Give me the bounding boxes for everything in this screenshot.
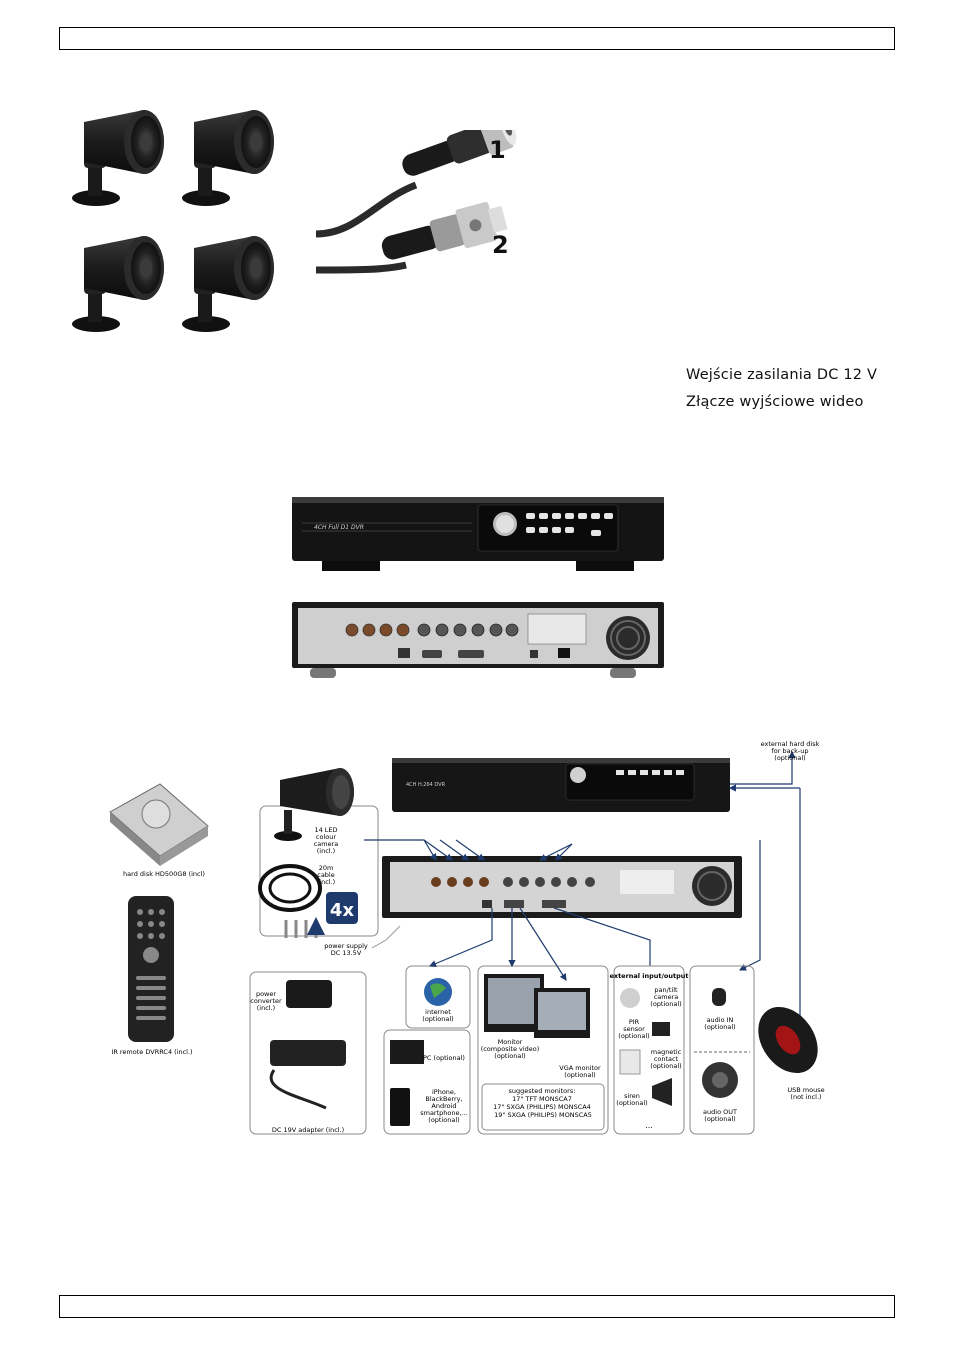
multiplier-badge <box>326 892 358 924</box>
suggested-monitors-label: suggested monitors: 17" TFT MONSCA7 17" … <box>493 1087 593 1119</box>
dvr-front-model: 4CH Full D1 DVR <box>314 524 364 531</box>
audio-out-label: audio OUT(optional) <box>703 1108 737 1123</box>
cameras-photo <box>72 110 274 332</box>
diagram-dvr-model: 4CH H.264 DVR <box>406 782 446 788</box>
dvr-front-photo: 4CH Full D1 DVR <box>292 497 664 571</box>
monitor-label: Monitor(composite video)(optional) <box>481 1038 540 1060</box>
callout-1-label: 1 <box>489 136 506 164</box>
page-footer-box <box>59 1295 895 1318</box>
internet-label: internet(optional) <box>422 1008 453 1023</box>
hard-disk-image <box>109 783 209 866</box>
usb-mouse-label: USB mouse(not incl.) <box>787 1086 824 1101</box>
dvr-back-photo <box>292 602 664 678</box>
diagram-cable-image <box>258 864 322 912</box>
diagram-dvr-back <box>382 856 742 918</box>
legend-item-dc-input: Wejście zasilania DC 12 V <box>686 367 878 383</box>
page-header-box <box>59 27 895 50</box>
legend-item-video-output: Złącze wyjściowe wideo <box>686 394 864 410</box>
hard-disk-label: hard disk HD500G8 (incl) <box>123 870 205 878</box>
ir-remote-image <box>128 896 174 1042</box>
audio-in-label: audio IN(optional) <box>704 1016 735 1031</box>
cable-connectors-photo: 1 2 <box>316 130 517 274</box>
external-io-label: external input/output <box>609 972 688 980</box>
pc-label: PC (optional) <box>423 1054 465 1062</box>
multiplier-label: 4x <box>330 900 355 921</box>
ir-remote-label: IR remote DVRRC4 (incl.) <box>111 1048 192 1056</box>
diagram-camera-image <box>274 768 354 841</box>
more-devices-ellipsis: ... <box>645 1121 653 1130</box>
siren-label: siren(optional) <box>616 1092 647 1107</box>
power-converter-image <box>286 980 332 1008</box>
vga-monitor-label: VGA monitor(optional) <box>559 1064 601 1079</box>
dc-adapter-image <box>269 1040 346 1110</box>
callout-2-label: 2 <box>492 231 509 259</box>
diagram-dvr-front: 4CH H.264 DVR <box>392 758 730 812</box>
dc-adapter-label: DC 19V adapter (incl.) <box>272 1126 344 1134</box>
